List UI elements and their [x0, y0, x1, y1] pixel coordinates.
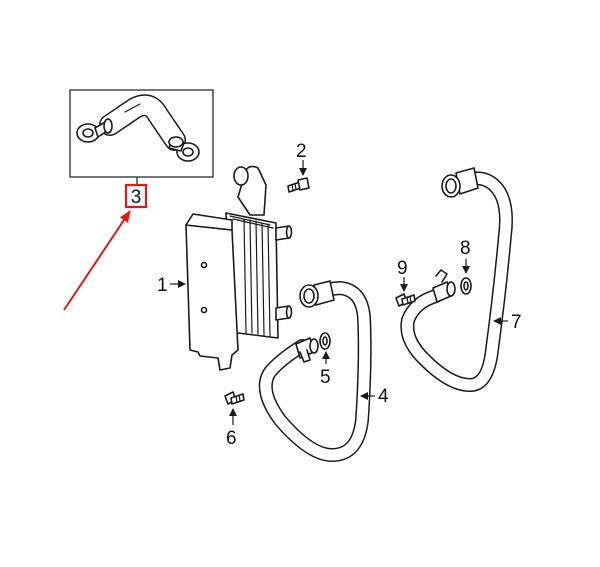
- callout-2-label: 2: [296, 141, 307, 162]
- highlight-arrow: [63, 210, 131, 311]
- callout-1-label: 1: [157, 275, 168, 296]
- callout-7-label: 7: [511, 312, 522, 333]
- callout-3-label: 3: [131, 187, 142, 208]
- part-7-hose: [400, 167, 513, 392]
- part-5-o-ring: [319, 332, 331, 350]
- callout-9-label: 9: [397, 258, 408, 279]
- callout-6-label: 6: [226, 428, 237, 449]
- part-2-bolt: [287, 177, 310, 193]
- part-3-hose: [76, 94, 200, 162]
- part-3-inset: [69, 89, 214, 185]
- part-8-o-ring: [460, 277, 472, 295]
- part-4-hose: [258, 280, 372, 462]
- callout-3: 3: [124, 183, 148, 209]
- callout-8-label: 8: [460, 238, 471, 259]
- part-6-bolt: [224, 391, 245, 405]
- callout-4-label: 4: [378, 386, 389, 407]
- callout-3-highlight-box: [124, 183, 148, 209]
- part-9-bolt: [395, 293, 416, 307]
- callout-5-label: 5: [320, 367, 331, 388]
- part-1-oil-cooler: [185, 165, 293, 371]
